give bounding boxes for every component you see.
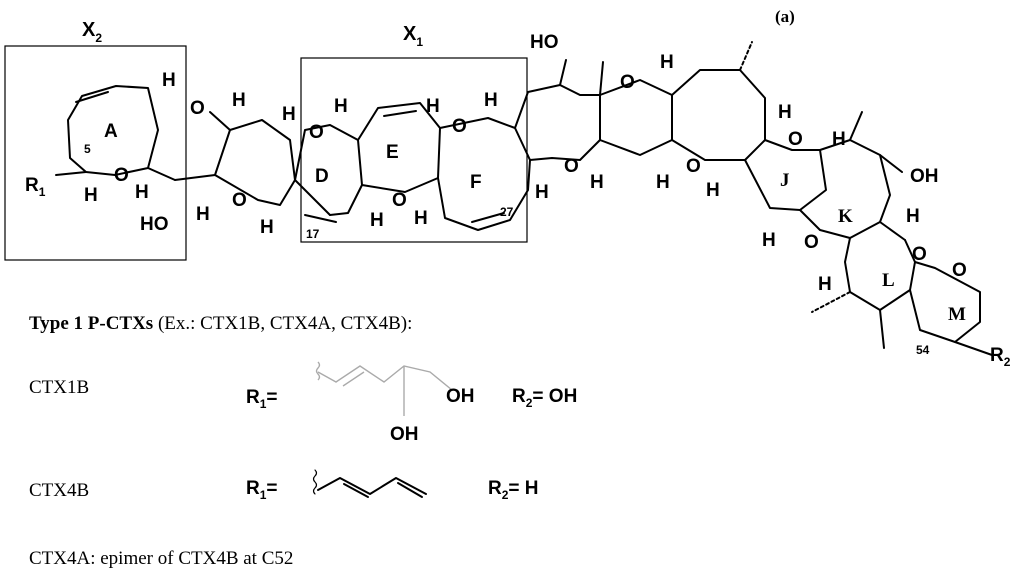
ring-f-oxygen: O (452, 116, 467, 137)
h-a-1: H (84, 185, 98, 206)
r2-label: R2 (990, 345, 1011, 369)
position-c5: 5 (84, 142, 91, 156)
ring-label-m: M (948, 304, 966, 325)
ring-k-oxygen: O (804, 232, 819, 253)
ring-lm (811, 237, 993, 356)
position-c17: 17 (306, 227, 320, 241)
ring-i-oxygen: O (686, 156, 701, 177)
ring-a-oxygen: O (114, 165, 129, 186)
ring-g-oxygen: O (564, 156, 579, 177)
h-c-2: H (260, 217, 274, 238)
h-j-1: H (778, 102, 792, 123)
ctx4b-r1-chain (312, 469, 427, 498)
ring-label-d: D (315, 166, 329, 187)
h-k-3: H (906, 206, 920, 227)
h-e-1: H (426, 96, 440, 117)
ring-def (294, 102, 531, 231)
position-c27: 27 (500, 205, 514, 219)
h-h-2: H (660, 52, 674, 73)
ring-label-f: F (470, 172, 482, 193)
h-k-1: H (832, 129, 846, 150)
row1-oh-right: OH (446, 386, 475, 407)
oh-k: OH (910, 166, 939, 187)
ring-label-k: K (838, 206, 853, 227)
ring-j-oxygen: O (788, 129, 803, 150)
ho-g: HO (530, 32, 559, 53)
ring-jk (744, 111, 906, 241)
ring-h-oxygen: O (620, 72, 635, 93)
panel-label: (a) (775, 7, 795, 26)
ring-l-oxygen: O (912, 244, 927, 265)
h-a-2: H (162, 70, 176, 91)
h-a-3: H (135, 182, 149, 203)
ring-b-oxygen: O (190, 98, 205, 119)
h-b-2: H (196, 204, 210, 225)
x2-region-box (4, 45, 187, 261)
row1-oh-down: OH (390, 424, 419, 445)
ring-ghi (514, 41, 766, 161)
type1-caption: Type 1 P-CTXs (Ex.: CTX1B, CTX4A, CTX4B)… (29, 313, 413, 334)
ctx1b-r1-chain (315, 361, 453, 416)
row1-r1-equals: R1= (246, 387, 278, 411)
ctx1b-label: CTX1B (29, 377, 90, 398)
h-b-1: H (232, 90, 246, 111)
row1-r2: R2= OH (512, 386, 578, 410)
ring-c-oxygen: O (232, 190, 247, 211)
ring-label-e: E (386, 142, 399, 163)
ring-m-oxygen: O (952, 260, 967, 281)
ring-label-j: J (780, 170, 790, 191)
row2-r1-equals: R1= (246, 478, 278, 502)
ctx4b-label: CTX4B (29, 480, 90, 501)
ring-label-l: L (882, 270, 895, 291)
ring-bc (174, 111, 331, 216)
h-j-2: H (706, 180, 720, 201)
ring-d-oxygen: O (309, 122, 324, 143)
h-c-1: H (282, 104, 296, 125)
ring-label-a: A (104, 121, 118, 142)
h-k-2: H (762, 230, 776, 251)
h-d-2: H (370, 210, 384, 231)
ctx4a-label: CTX4A: epimer of CTX4B at C52 (29, 548, 294, 569)
x2-label: X2 (82, 19, 102, 45)
h-d-1: H (334, 96, 348, 117)
h-e-2: H (414, 208, 428, 229)
position-c54: 54 (916, 343, 930, 357)
ho-a: HO (140, 214, 169, 235)
h-f-1: H (484, 90, 498, 111)
r1-label: R1 (25, 175, 46, 199)
ring-e-oxygen: O (392, 190, 407, 211)
h-l-1: H (818, 274, 832, 295)
x1-label: X1 (403, 23, 423, 49)
h-g-1: H (590, 172, 604, 193)
row2-r2: R2= H (488, 478, 539, 502)
h-h-1: H (656, 172, 670, 193)
h-f-2: H (535, 182, 549, 203)
ring-a (55, 85, 176, 181)
